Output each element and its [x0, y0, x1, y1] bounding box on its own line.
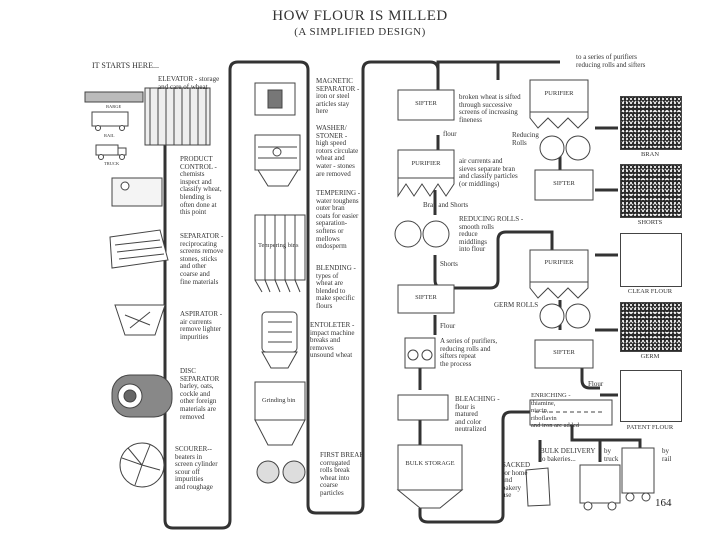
germ-rolls-label: GERM ROLLS: [494, 301, 539, 309]
sifter-label-3: SIFTER: [545, 180, 583, 187]
reducing-rolls-label: Reducing Rolls: [512, 131, 539, 147]
series-text: A series of purifiers, reducing rolls an…: [440, 337, 498, 368]
sacked-text: SACKED for home and bakery use: [502, 461, 531, 500]
sifter-desc: broken wheat is sifted through successiv…: [459, 93, 521, 124]
tempering-bins-label: Tempering bins: [258, 242, 299, 249]
aspirator-text: ASPIRATOR - air currents remove lighter …: [180, 310, 223, 341]
patent-flour-product-box: [620, 370, 682, 422]
germ-label: GERM: [640, 353, 660, 360]
purifier-label-1: PURIFIER: [411, 160, 441, 167]
by-rail-text: by rail: [662, 447, 672, 463]
truck-label: TRUCK: [104, 161, 120, 166]
flour-label-2: Flour: [440, 322, 456, 330]
flour-label-3: Flour: [588, 380, 604, 388]
magnetic-separator-text: MAGNETIC SEPARATOR - iron or steel artic…: [316, 77, 360, 116]
column2-machinery: [254, 82, 306, 484]
separator-text: SEPARATOR - reciprocating screens remove…: [180, 232, 224, 286]
washer-stoner-text: WASHER/ STONER - high speed rotors circu…: [316, 124, 359, 178]
shorts-label-flow: Shorts: [440, 260, 458, 268]
barge-label: BARGE: [106, 104, 122, 109]
disc-separator-text: DISC SEPARATOR barley, oats, cockle and …: [180, 367, 220, 421]
reducing-rolls-text: REDUCING ROLLS - smooth rolls reduce mid…: [459, 215, 524, 254]
patent-flour-label: PATENT FLOUR: [626, 424, 674, 431]
sifter-label-4: SIFTER: [545, 349, 583, 356]
germ-product-box: [620, 302, 682, 352]
purifier-label-3: PURIFIER: [544, 259, 574, 266]
grinding-bin-label: Grinding bin: [262, 397, 296, 404]
column4-machinery: [525, 79, 655, 511]
scourer-text: SCOURER-- beaters in screen cylinder sco…: [175, 445, 218, 491]
start-label: IT STARTS HERE...: [92, 61, 159, 70]
by-truck-text: by truck: [604, 447, 619, 463]
elevator-text: ELEVATOR - storage and care of wheat: [158, 75, 220, 91]
to-series-text: to a series of purifiers reducing rolls …: [576, 53, 646, 69]
bulk-storage-label: BULK STORAGE: [405, 460, 455, 467]
column3-machinery: [394, 89, 464, 509]
blending-text: BLENDING - types of wheat are blended to…: [316, 264, 356, 310]
enriching-text: ENRICHING - thiamine, niacin, riboflavin…: [531, 392, 580, 430]
column1-machinery: [84, 87, 211, 488]
sifter-label-2: SIFTER: [405, 294, 447, 301]
purifier-desc: air currents and sieves separate bran an…: [459, 157, 518, 188]
bulk-delivery-text: BULK DELIVERY to bakeries...: [540, 447, 596, 463]
sifter-label-1: SIFTER: [405, 100, 447, 107]
product-control-text: PRODUCT CONTROL - chemists inspect and c…: [180, 155, 222, 217]
bran-product-box: [620, 96, 682, 150]
diagram-title: HOW FLOUR IS MILLED: [272, 8, 448, 24]
flour-label-1: flour: [443, 130, 457, 138]
bran-label: BRAN: [640, 151, 660, 158]
bleaching-text: BLEACHING - flour is matured and color n…: [455, 395, 500, 434]
diagram-subtitle: (A SIMPLIFIED DESIGN): [294, 26, 426, 38]
rail-label: RAIL: [104, 133, 115, 138]
tempering-text: TEMPERING - water toughens outer bran co…: [316, 189, 361, 251]
entoleter-text: ENTOLETER - impact machine breaks and re…: [310, 321, 355, 360]
shorts-product-box: [620, 164, 682, 218]
page-number: 164: [655, 497, 672, 509]
bran-shorts-label: Bran and Shorts: [423, 201, 469, 209]
purifier-label-2: PURIFIER: [544, 90, 574, 97]
first-break-text: FIRST BREAK corrugated rolls break wheat…: [320, 451, 365, 497]
clear-flour-product-box: [620, 233, 682, 287]
shorts-label: SHORTS: [637, 219, 663, 226]
clear-flour-label: CLEAR FLOUR: [627, 288, 673, 295]
